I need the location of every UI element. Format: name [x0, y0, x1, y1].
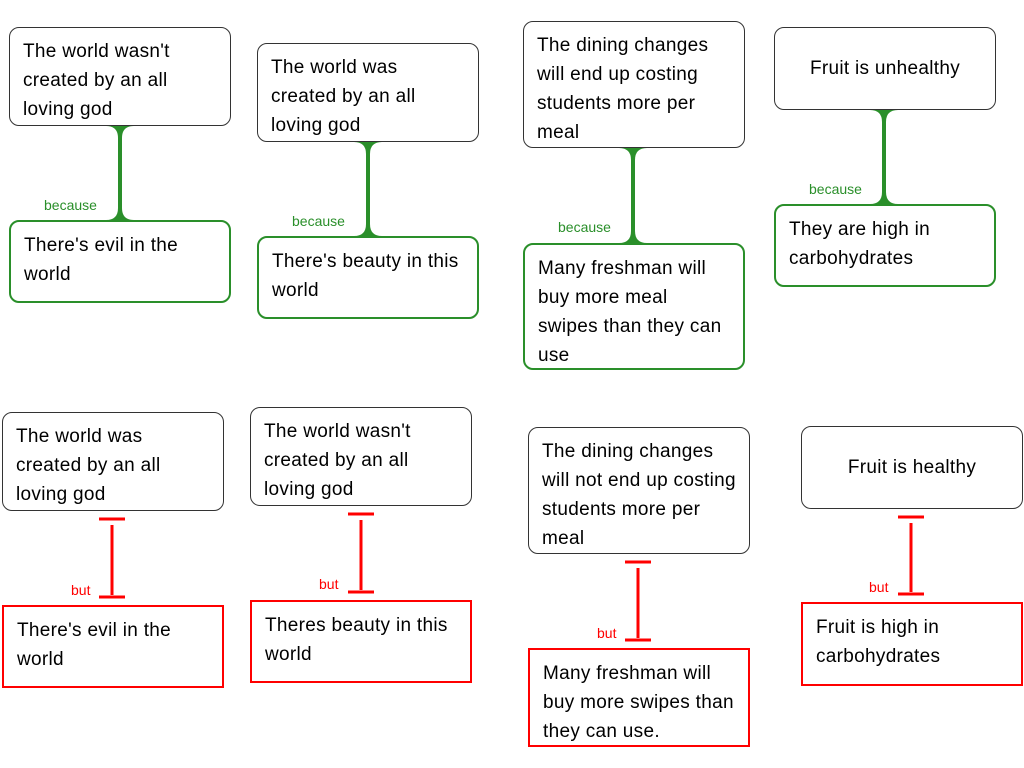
claim-box[interactable]: The world was created by an all loving g…	[2, 412, 224, 511]
objection-box[interactable]: Theres beauty in this world	[250, 600, 472, 683]
claim-box[interactable]: The world wasn't created by an all lovin…	[250, 407, 472, 506]
claim-box[interactable]: The dining changes will end up costing s…	[523, 21, 745, 148]
claim-box[interactable]: Fruit is unhealthy	[774, 27, 996, 110]
objection-box[interactable]: There's evil in the world	[2, 605, 224, 688]
but-label: but	[869, 579, 889, 595]
objection-box[interactable]: Many freshman will buy more swipes than …	[528, 648, 750, 747]
support-connector	[619, 148, 647, 243]
reason-box[interactable]: There's evil in the world	[9, 220, 231, 303]
claim-box[interactable]: The world was created by an all loving g…	[257, 43, 479, 142]
support-connector	[106, 126, 134, 220]
because-label: because	[292, 213, 345, 229]
but-label: but	[319, 576, 339, 592]
support-connector	[870, 110, 898, 204]
but-label: but	[597, 625, 617, 641]
reason-box[interactable]: Many freshman will buy more meal swipes …	[523, 243, 745, 370]
but-label: but	[71, 582, 91, 598]
claim-box[interactable]: The dining changes will not end up costi…	[528, 427, 750, 554]
reason-box[interactable]: They are high in carbohydrates	[774, 204, 996, 287]
claim-box[interactable]: The world wasn't created by an all lovin…	[9, 27, 231, 126]
support-connector	[354, 142, 382, 236]
reason-box[interactable]: There's beauty in this world	[257, 236, 479, 319]
because-label: because	[44, 197, 97, 213]
because-label: because	[558, 219, 611, 235]
claim-box[interactable]: Fruit is healthy	[801, 426, 1023, 509]
because-label: because	[809, 181, 862, 197]
objection-box[interactable]: Fruit is high in carbohydrates	[801, 602, 1023, 686]
